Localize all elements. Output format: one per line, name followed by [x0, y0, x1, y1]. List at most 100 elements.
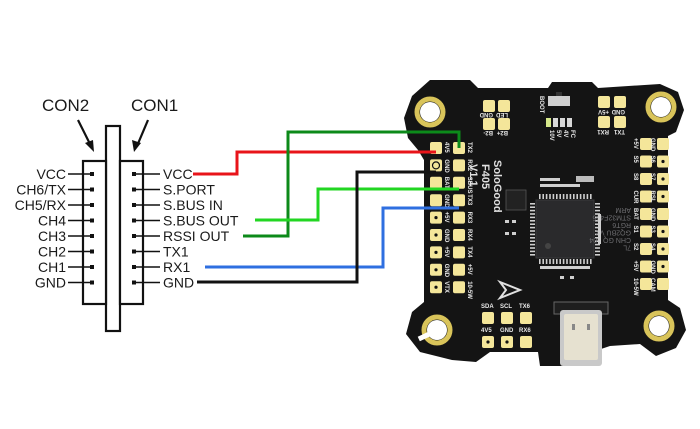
solder-pad: B2+ — [496, 118, 510, 135]
logo-icon — [497, 279, 523, 301]
pad-label: GND — [443, 159, 449, 173]
mcu-marking: RGT6 — [612, 221, 631, 228]
solder-pad: +5V — [430, 211, 449, 224]
led-label: 4V — [562, 130, 568, 137]
con2-housing — [81, 159, 108, 306]
pad-label: GND — [649, 261, 655, 275]
con2-pin — [90, 218, 94, 223]
con1-pin-label: S.PORT — [163, 182, 215, 198]
con2-pin-label: GND — [35, 275, 66, 291]
pad-label: RX2 — [466, 159, 472, 171]
pad-label: +5V — [598, 108, 609, 114]
solder-pad: TX3 — [453, 194, 472, 207]
solder-pad: GND — [649, 208, 669, 222]
pad-label: 10-5W — [466, 281, 472, 299]
pad-label: CUR — [632, 191, 638, 205]
flight-controller-board: SoloGood F405 V1.1 ARMSTM32F405RGT6GQ2BU… — [404, 80, 686, 366]
pad-label: GND — [479, 111, 493, 117]
mcu-marking: CHN GQ 404 — [589, 236, 631, 243]
solder-pad: CUR — [632, 190, 652, 205]
solder-pad: S2 — [632, 243, 652, 255]
con1-pin — [132, 172, 136, 176]
solder-pad: +5V — [453, 263, 472, 276]
solder-pad: CAM — [649, 278, 669, 292]
usb-c-port[interactable] — [553, 301, 609, 366]
con1-arrow-icon — [132, 119, 150, 152]
con1-title: CON1 — [131, 96, 178, 115]
pad-label: S2 — [632, 243, 638, 251]
con2-pin — [90, 249, 94, 254]
led-label: 5V — [555, 130, 561, 137]
solder-pad: S5 — [632, 155, 652, 168]
solder-pad: GND — [649, 138, 669, 152]
solder-pad: S6 — [649, 155, 669, 168]
pad-label: GND — [611, 108, 625, 114]
pad-label: S7 — [649, 173, 655, 181]
pad-label: 10-5W — [632, 278, 638, 296]
solder-pad: RX2 — [453, 159, 472, 172]
boot-button[interactable] — [548, 92, 570, 106]
con2-pin-label: CH4 — [38, 213, 66, 229]
pad-label: BAT — [632, 208, 638, 220]
solder-pad: GND — [649, 260, 669, 275]
solder-pad: +5V — [632, 260, 652, 273]
mount-hole-bottom-right — [643, 310, 675, 342]
solder-pad: 10-5W — [453, 281, 472, 299]
con2-arrow-icon — [77, 119, 94, 152]
con2-pin-label: VCC — [36, 166, 66, 182]
pad-label: S6 — [649, 156, 655, 164]
wire-gnd-black — [197, 170, 436, 284]
con1-pin — [132, 249, 136, 254]
pad-label: RSL — [649, 191, 655, 203]
pad-label: RX3 — [466, 212, 472, 224]
solder-pad: GND — [430, 194, 449, 208]
con2-pin — [90, 280, 94, 285]
solder-pad — [520, 312, 532, 324]
pad-label: 4V5 — [443, 142, 449, 153]
pad-label: TX6 — [519, 304, 531, 310]
pad-label: BAT — [443, 177, 449, 189]
solder-pad: S7 — [649, 173, 669, 185]
pad-label: +5V — [443, 246, 449, 257]
solder-pad: LED — [495, 100, 510, 117]
con2-pin-label: CH2 — [38, 244, 66, 260]
solder-pad: +5V — [430, 246, 449, 259]
wire-rx1-blue — [205, 206, 459, 269]
con1-pin-label: TX1 — [163, 244, 189, 260]
indicator-led — [546, 118, 551, 127]
solder-pad: GND — [430, 263, 449, 278]
con1-pin — [132, 203, 136, 207]
pad-label: S1 — [632, 226, 638, 234]
con1-pin — [132, 280, 136, 285]
con2-pin-label: CH6/TX — [16, 182, 66, 198]
wire-rssi-dark-green — [243, 130, 461, 238]
solder-pad: RX4 — [453, 229, 472, 241]
led-label: 10V — [548, 130, 554, 141]
pad-label: TX2 — [466, 142, 472, 154]
solder-pad: VTX — [430, 281, 449, 294]
solder-pad: S8 — [632, 173, 652, 185]
solder-pad: S4 — [649, 243, 669, 255]
solder-pad: +5V — [632, 138, 652, 150]
con1-pin — [132, 187, 136, 192]
wire-vcc-red — [193, 150, 436, 176]
pad-label: SBUS — [466, 177, 472, 194]
con1-pin-label: RX1 — [163, 259, 190, 275]
solder-pad — [501, 336, 513, 348]
indicator-led — [560, 118, 565, 127]
mcu-marking: 7L — [623, 244, 631, 251]
solder-pad — [482, 312, 494, 324]
wires — [193, 130, 461, 284]
mcu-marking: GQ2BU V2 — [596, 229, 631, 236]
pad-label: TX1 — [613, 128, 625, 134]
smd-components — [505, 176, 601, 279]
con2-pin-label: CH1 — [38, 259, 66, 275]
pad-label: B2- — [483, 129, 493, 135]
solder-pad: GND — [430, 159, 449, 173]
pad-label: +5V — [632, 261, 638, 272]
pad-label: S5 — [632, 156, 638, 164]
connector-center-bar — [104, 124, 122, 333]
